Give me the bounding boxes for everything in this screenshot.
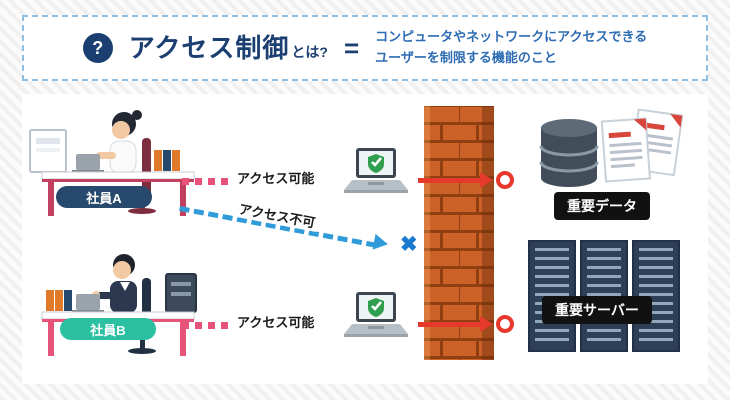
printer-cabinet xyxy=(29,129,67,173)
employee-a-label: 社員A xyxy=(56,186,152,208)
denied-arrowhead-icon xyxy=(372,233,390,253)
dot xyxy=(221,322,228,329)
employee-b-label: 社員B xyxy=(60,318,156,340)
dot xyxy=(221,178,228,185)
employee-a-person xyxy=(96,110,142,174)
important-server-label: 重要サーバー xyxy=(542,296,652,324)
access-dots-a xyxy=(182,178,228,185)
allowed-arrowhead-a-icon xyxy=(480,172,493,188)
dot xyxy=(208,322,215,329)
dot xyxy=(182,178,189,185)
allowed-arrow-line-b xyxy=(418,322,480,327)
server-rack-group xyxy=(528,240,680,352)
page-title: アクセス制御 xyxy=(128,33,290,63)
title-group: アクセス制御 とは? xyxy=(129,35,328,61)
access-allowed-label-a: アクセス可能 xyxy=(234,168,318,187)
description: コンピュータやネットワークにアクセスできる ユーザーを制限する機能のこと xyxy=(375,27,647,69)
question-icon: ? xyxy=(82,33,113,63)
header-box: ? アクセス制御 とは? = コンピュータやネットワークにアクセスできる ユーザ… xyxy=(22,15,708,81)
binders xyxy=(46,290,72,311)
cabinet xyxy=(165,273,197,313)
binders xyxy=(154,150,180,171)
denied-x-icon: ✖ xyxy=(400,233,418,256)
allowed-arrowhead-b-icon xyxy=(480,316,493,332)
laptop-a-icon xyxy=(344,148,408,193)
employee-a-illustration xyxy=(29,110,195,216)
access-dots-b xyxy=(182,322,228,329)
diagram-panel: 社員A 社員B アクセス可能 アクセス可能 アクセス不可 ✖ xyxy=(22,94,708,384)
dot xyxy=(195,178,202,185)
equals-sign: = xyxy=(343,33,360,63)
important-data-label: 重要データ xyxy=(554,192,650,220)
dot xyxy=(208,178,215,185)
firewall-port-a-icon xyxy=(496,171,514,189)
employee-b-illustration xyxy=(41,254,197,356)
title-suffix: とは? xyxy=(291,44,328,61)
allowed-arrow-line-a xyxy=(418,178,480,183)
description-line-2: ユーザーを制限する機能のこと xyxy=(375,50,557,65)
desk xyxy=(41,171,195,216)
laptop-on-desk xyxy=(72,294,104,313)
description-line-1: コンピュータやネットワークにアクセスできる xyxy=(375,29,648,45)
question-mark: ? xyxy=(92,37,104,58)
laptop-on-desk xyxy=(72,154,104,173)
firewall-port-b-icon xyxy=(496,315,514,333)
employee-b-person xyxy=(92,254,137,313)
dot xyxy=(195,322,202,329)
database-icon xyxy=(539,119,599,187)
dot xyxy=(182,322,189,329)
document-front xyxy=(600,117,651,183)
access-allowed-label-b: アクセス可能 xyxy=(234,312,318,331)
laptop-b-icon xyxy=(344,292,408,337)
documents-icon xyxy=(600,108,684,183)
